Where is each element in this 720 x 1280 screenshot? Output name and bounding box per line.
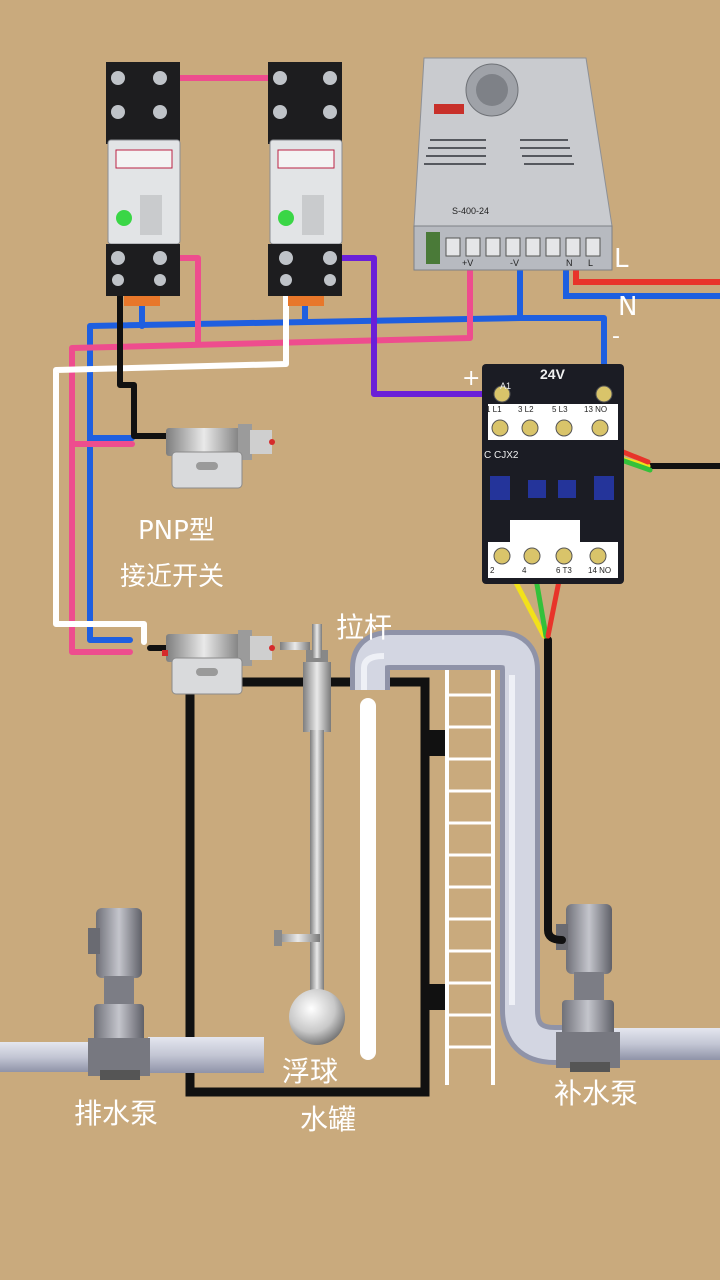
- float-ball-label: 浮球: [282, 1055, 339, 1088]
- inlet-pipe: [350, 630, 720, 1065]
- relay-2: [268, 62, 343, 306]
- neutral-label: N: [618, 292, 638, 322]
- tank-ladder: [445, 665, 495, 1085]
- tank-label: 水罐: [300, 1103, 357, 1136]
- sensor-name-label: 接近开关: [120, 562, 225, 592]
- supply-pump-label: 补水泵: [554, 1077, 639, 1110]
- sensor-type-label: PNP型: [138, 516, 215, 546]
- contactor-model-label: C CJX2: [484, 450, 519, 461]
- contactor-terminal-l1: 1 L1: [486, 405, 502, 414]
- power-supply-unit: [413, 57, 613, 271]
- coil-voltage-label: 24V: [540, 366, 565, 382]
- contactor-terminal-4: 4: [522, 566, 527, 575]
- plus-label: +: [462, 366, 481, 391]
- contactor-terminal-2: 2: [490, 566, 495, 575]
- contactor-terminal-l2: 3 L2: [518, 405, 534, 414]
- drain-pump-label: 排水泵: [74, 1097, 159, 1130]
- proximity-sensor-lower: [162, 630, 275, 695]
- live-label: L: [614, 244, 629, 274]
- supply-pump: [556, 904, 620, 1072]
- ac-contactor: [482, 364, 624, 584]
- psu-terminal-minus: -V: [510, 258, 519, 268]
- contactor-terminal-no13: 13 NO: [584, 405, 608, 414]
- float-switch: [274, 624, 345, 1045]
- psu-terminal-n: N: [566, 258, 573, 268]
- pull-rod-label: 拉杆: [336, 611, 393, 644]
- relay-1: [106, 62, 181, 306]
- contactor-terminal-l3: 5 L3: [552, 405, 568, 414]
- psu-terminal-plus: +V: [462, 258, 474, 268]
- contactor-terminal-6: 6 T3: [556, 566, 572, 575]
- control-wires: [53, 75, 720, 944]
- psu-model-label: S-400-24: [452, 206, 490, 216]
- supply-outlet-pipe: [612, 1028, 720, 1060]
- proximity-sensor-upper: [166, 424, 275, 489]
- inner-drop-pipe: [360, 698, 376, 1060]
- contactor-terminal-no14: 14 NO: [588, 566, 612, 575]
- minus-label: -: [612, 324, 620, 349]
- drain-pipe: [0, 1037, 264, 1073]
- drain-pump: [88, 908, 150, 1080]
- float-ball: [289, 989, 345, 1045]
- psu-terminal-l: L: [588, 258, 594, 268]
- contactor-coil-label: A1: [500, 381, 512, 391]
